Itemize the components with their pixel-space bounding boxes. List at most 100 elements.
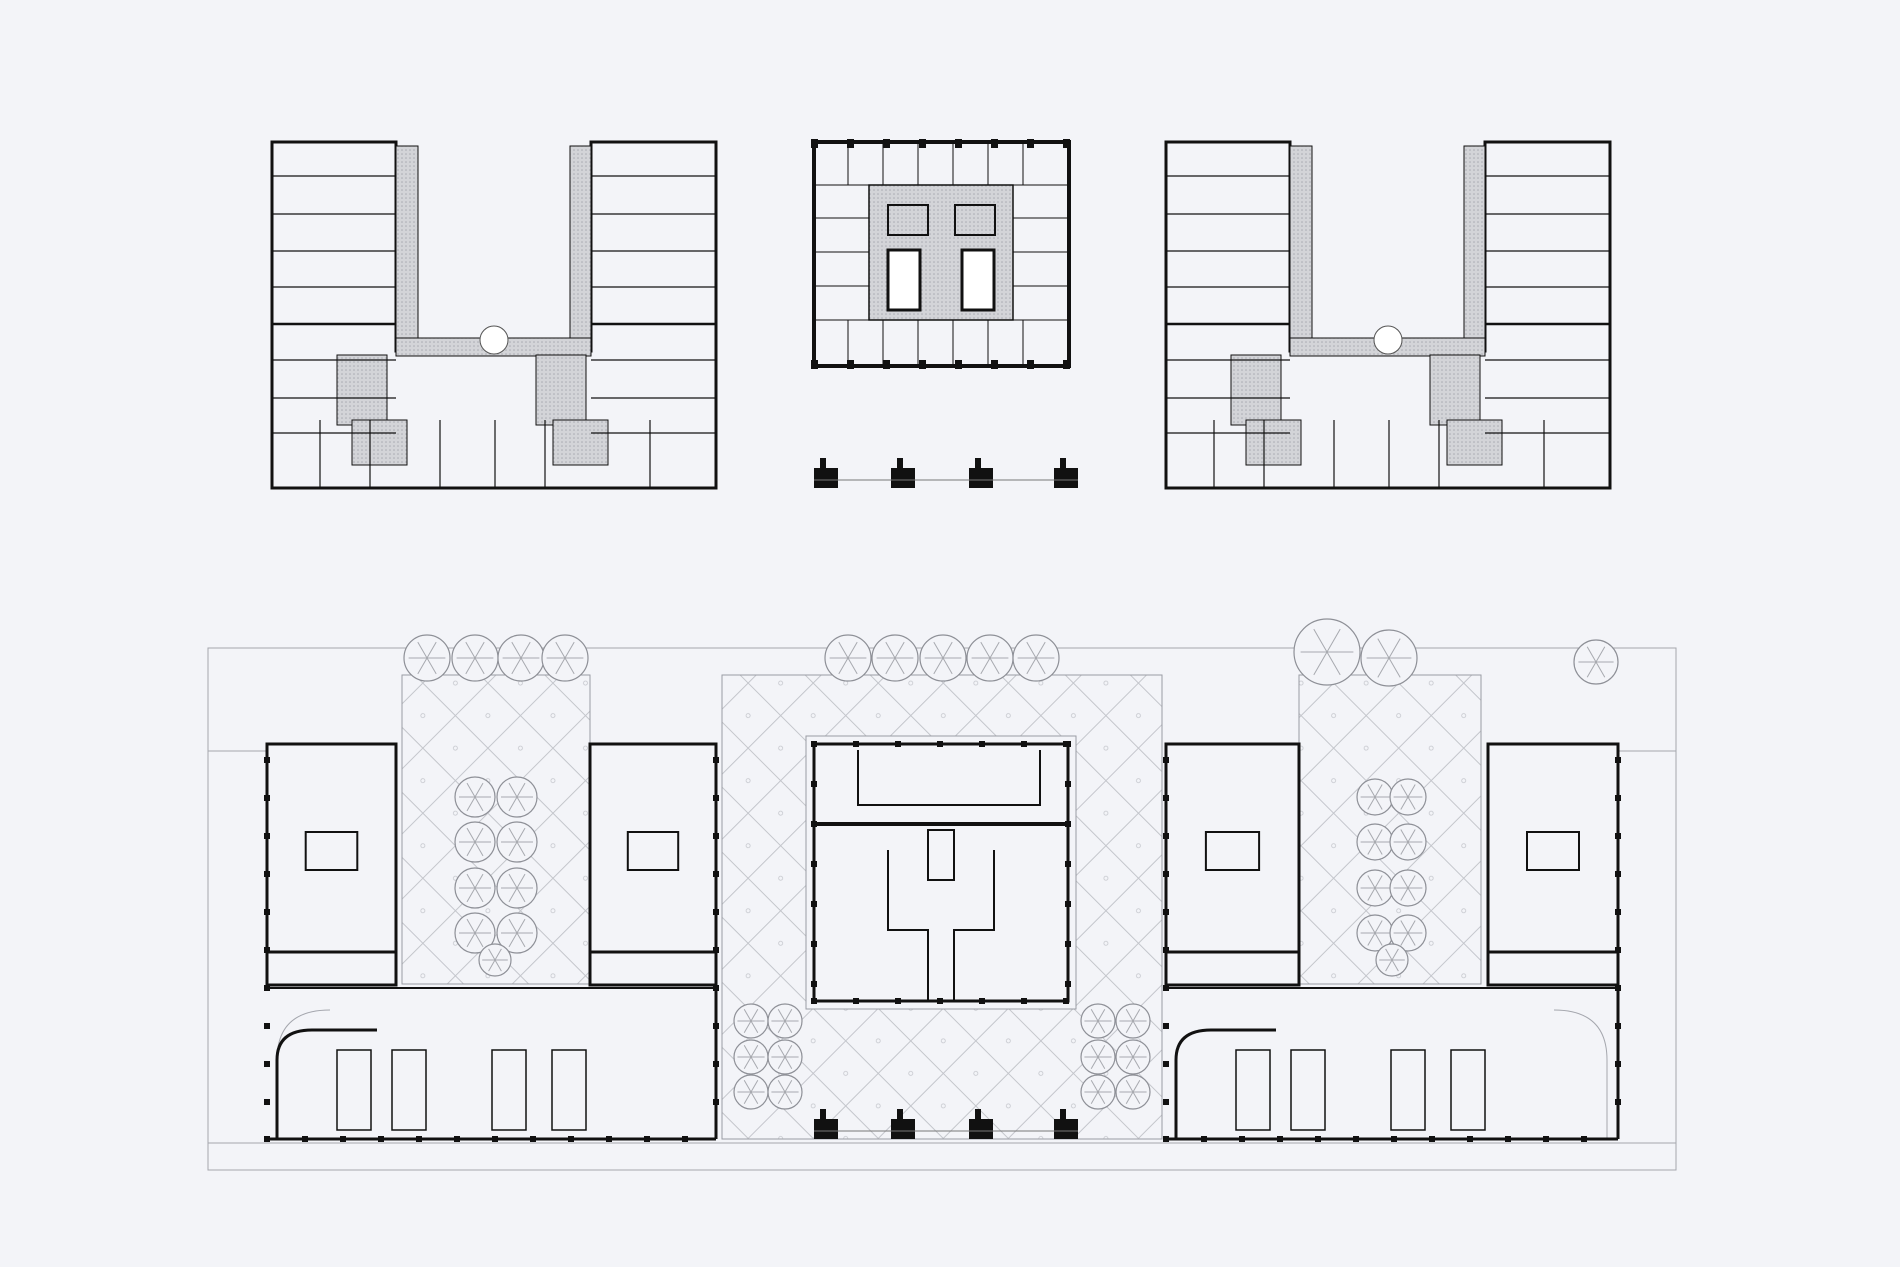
corridor (1289, 145, 1313, 352)
tree-branch (474, 873, 484, 889)
tree-branch (784, 1020, 793, 1034)
column (1615, 1061, 1621, 1067)
tree-branch (1586, 661, 1597, 678)
tree-branch (555, 657, 566, 675)
tree-branch (1367, 887, 1376, 901)
tree-icon (1115, 1003, 1151, 1039)
tree-branch (847, 641, 858, 659)
tree-icon (496, 776, 538, 818)
tree-branch (784, 1044, 793, 1058)
tree-branch (516, 873, 526, 889)
tree-icon (1293, 618, 1361, 686)
tree-branch (743, 1020, 752, 1034)
tree-branch (466, 782, 476, 798)
tree-branch (1586, 646, 1597, 663)
upper-floor-plan-center (811, 139, 1071, 369)
tree-branch (933, 657, 944, 675)
column (264, 1136, 270, 1142)
tree-branch (516, 827, 526, 843)
tree-branch (1374, 920, 1383, 934)
tree-icon (824, 634, 872, 682)
tree-branch (1374, 932, 1383, 946)
column (264, 757, 270, 763)
tree-branch (1035, 641, 1046, 659)
tree-icon (767, 1074, 803, 1110)
stair-core (491, 1049, 527, 1131)
tree-branch (1326, 628, 1341, 653)
column (1065, 901, 1071, 907)
core (351, 419, 408, 466)
column (811, 861, 817, 867)
tree-icon (733, 1003, 769, 1039)
column (1065, 861, 1071, 867)
tree-branch (474, 932, 484, 948)
column (492, 1136, 498, 1142)
tree-branch (1313, 628, 1328, 653)
column (1277, 1136, 1283, 1142)
tree-branch (1400, 932, 1409, 946)
tree-branch (847, 657, 858, 675)
curved-wall (275, 1028, 377, 1139)
tree-branch (466, 827, 476, 843)
tree-icon (966, 634, 1014, 682)
column (713, 833, 719, 839)
tree-branch (838, 641, 849, 659)
tree-branch (520, 641, 531, 659)
tree-branch (1374, 829, 1383, 843)
tree-branch (511, 657, 522, 675)
tree-branch (1367, 920, 1376, 934)
tree-icon (1389, 823, 1427, 861)
tree-branch (516, 782, 526, 798)
tree-branch (750, 1044, 759, 1058)
tree-icon (1115, 1074, 1151, 1110)
tree-branch (942, 657, 953, 675)
tree-icon (733, 1074, 769, 1110)
column (1065, 741, 1071, 747)
column (713, 1061, 719, 1067)
tree-branch (516, 918, 526, 934)
core (1245, 419, 1302, 466)
tree-branch (1125, 1044, 1134, 1058)
tree-icon (496, 912, 538, 954)
tree-branch (1407, 887, 1416, 901)
tree-branch (474, 796, 484, 812)
tree-branch (1097, 1008, 1106, 1022)
tree-branch (1132, 1008, 1141, 1022)
core (1230, 354, 1282, 426)
column (811, 741, 817, 747)
column (713, 947, 719, 953)
tree-branch (743, 1079, 752, 1093)
column (1163, 1023, 1169, 1029)
column (1615, 833, 1621, 839)
tree-icon (454, 912, 496, 954)
column (1543, 1136, 1549, 1142)
column (1063, 998, 1069, 1004)
tree-branch (777, 1044, 786, 1058)
column (644, 1136, 650, 1142)
column (979, 998, 985, 1004)
tree-branch (426, 657, 437, 675)
pavilion (1054, 458, 1078, 488)
structural-columns (264, 741, 1621, 1142)
tree-icon (1356, 869, 1394, 907)
tree-branch (508, 873, 518, 889)
column (264, 947, 270, 953)
tree-branch (1400, 920, 1409, 934)
tree-branch (474, 657, 485, 675)
tree-branch (474, 841, 484, 857)
tree-branch (1391, 948, 1399, 961)
tree-branch (466, 796, 476, 812)
tree-branch (1407, 829, 1416, 843)
column (919, 360, 926, 369)
column (454, 1136, 460, 1142)
ground-floor-site-plan (207, 618, 1677, 1171)
tree-icon (454, 776, 496, 818)
tree-branch (1388, 657, 1401, 678)
tree-icon (497, 634, 545, 682)
corridor (395, 145, 419, 352)
tree-branch (1125, 1008, 1134, 1022)
spiral-stair (1373, 325, 1403, 355)
column (1201, 1136, 1207, 1142)
column (1615, 947, 1621, 953)
column (713, 757, 719, 763)
